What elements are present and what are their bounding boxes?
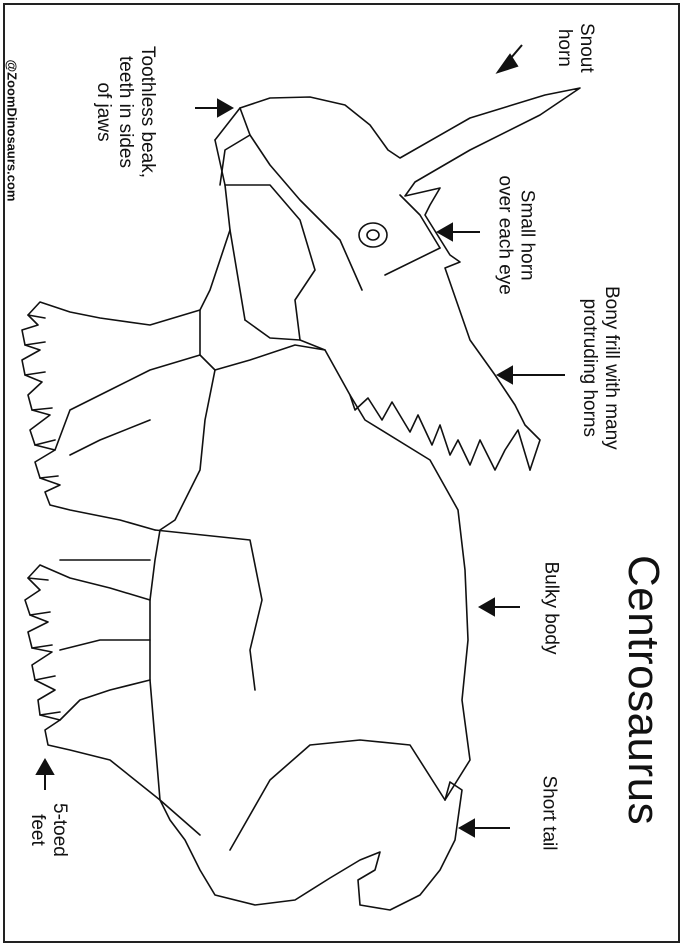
arrow-body [480,599,520,615]
label-beak: Toothless beak, teeth in sides of jaws [92,46,158,178]
tail-outline [160,782,462,910]
label-tail-line1: Short tail [537,776,559,851]
belly-outline [150,370,215,835]
label-small-horn-line1: Small horn [515,176,537,295]
label-body-line1: Bulky body [539,562,561,655]
body-outline [350,395,470,800]
arrow-beak [195,100,232,116]
label-beak-line1: Toothless beak, [136,46,158,178]
arrow-snout-horn [498,45,522,72]
eye [359,223,387,247]
label-feet: 5-toed feet [26,803,70,857]
arrow-tail [460,820,510,836]
page-title: Centrosaurus [618,555,668,825]
arrow-feet [37,760,53,790]
label-feet-line2: feet [26,803,48,857]
copyright-notice: @ZoomDinosaurs.com [5,59,20,201]
label-snout-horn-line2: horn [553,23,575,73]
label-frill-line2: protruding horns [578,286,600,450]
label-body: Bulky body [539,562,561,655]
label-small-horn: Small horn over each eye [493,176,537,295]
arrow-frill [498,367,565,383]
label-snout-horn: Snout horn [553,23,597,73]
label-frill: Bony frill with many protruding horns [578,286,622,450]
label-feet-line1: 5-toed [48,803,70,857]
jaw-lines [200,140,230,370]
label-beak-line3: of jaws [92,46,114,178]
arrow-small-horn [438,224,480,240]
label-frill-line1: Bony frill with many [600,286,622,450]
label-small-horn-line2: over each eye [493,176,515,295]
label-beak-line2: teeth in sides [114,46,136,178]
label-snout-horn-line1: Snout [575,23,597,73]
front-legs [22,302,200,530]
frill-spikes [245,320,530,470]
label-tail: Short tail [537,776,559,851]
